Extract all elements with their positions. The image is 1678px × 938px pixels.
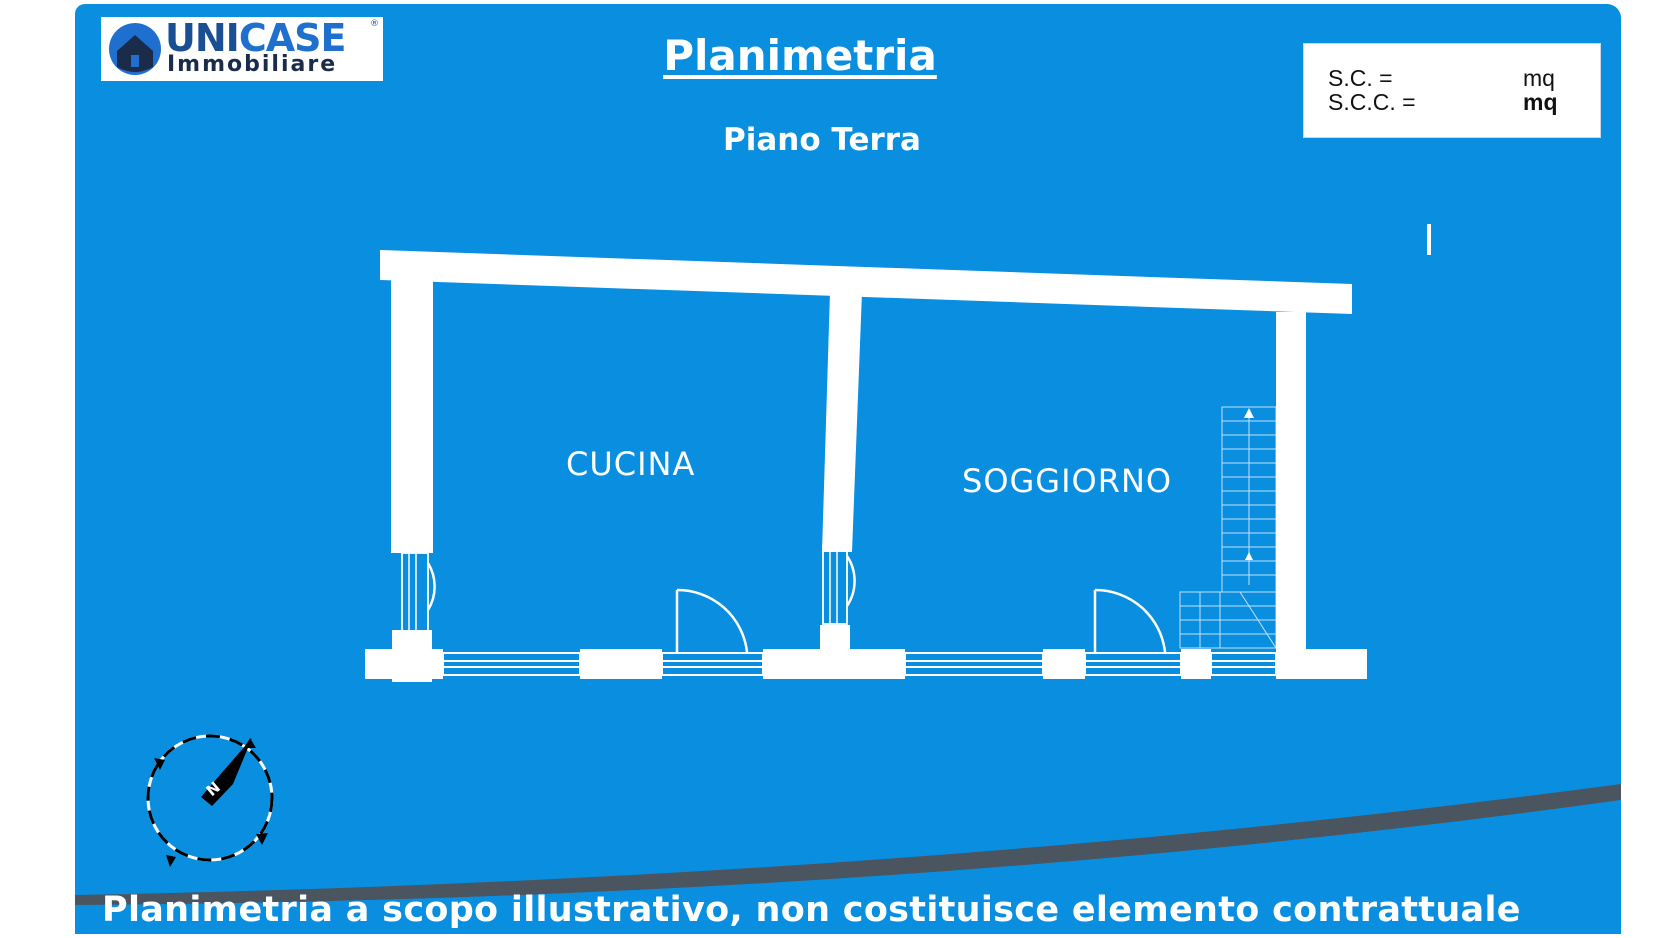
room-label-cucina: CUCINA [566,445,696,483]
window-5 [1210,652,1277,676]
wall-tick [1427,224,1431,255]
door-1-swing [676,588,749,653]
bottom-wall-seg-4 [1043,649,1085,679]
area-unit-scc: mq [1523,89,1558,115]
area-box: S.C. = mq S.C.C. = mq [1303,43,1601,138]
staircase [1179,406,1277,649]
window-1 [442,652,581,676]
footer-band [75,800,1621,934]
doors [401,545,1167,653]
bottom-wall-seg-2 [580,649,662,679]
brand-subtitle: Immobiliare [167,52,338,77]
left-wall [391,270,433,553]
compass [146,734,274,867]
compass-needle-base [201,776,233,806]
area-label-sc: S.C. = [1328,65,1393,91]
window-2 [661,652,764,676]
footer-wave [75,784,1621,905]
door-4-frame [822,545,848,625]
door-3-swing [426,562,436,611]
registered-mark: ® [370,19,379,29]
room-label-soggiorno: SOGGIORNO [962,462,1173,500]
unicase-logo: UNICASE ® Immobiliare [101,17,383,81]
left-wall-base [392,630,432,682]
door-4-swing [845,555,856,607]
middle-wall [822,292,862,552]
registration-info-text: P. IVA 1SCRIZ. REGISTRO IMPRESE DI TORIN… [45,29,56,860]
window-4 [1084,652,1182,676]
walls [365,250,1367,682]
stair-arrow-up [1244,408,1254,418]
house-globe-icon [109,23,161,75]
area-label-scc: S.C.C. = [1328,89,1416,115]
middle-wall-base [820,625,850,653]
bottom-wall-seg-6 [1276,649,1367,679]
right-wall [1276,312,1306,652]
bottom-wall-seg-3 [763,649,905,679]
compass-needle [219,738,252,784]
brand-name: UNICASE [165,16,346,60]
area-unit-sc: mq [1523,65,1555,91]
bottom-wall-seg-5 [1181,649,1211,679]
disclaimer-text: Planimetria a scopo illustrativo, non co… [102,890,1521,930]
stair-arrow-mid [1245,552,1253,560]
floor-label: Piano Terra [723,122,921,158]
windows [442,652,1277,676]
top-wall [380,250,1352,314]
window-3 [904,652,1044,676]
door-3-frame [401,552,429,632]
page-title: Planimetria [663,31,937,80]
door-2-swing [1094,588,1167,653]
